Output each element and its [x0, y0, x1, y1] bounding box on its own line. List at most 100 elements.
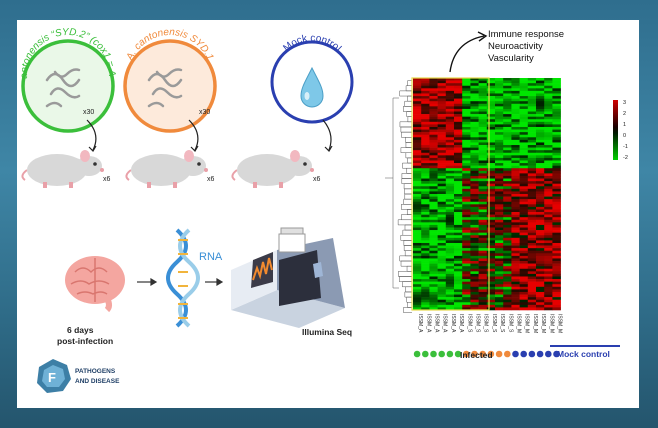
heatmap-cell	[486, 188, 496, 192]
heatmap-cell	[413, 121, 422, 125]
heatmap-cell	[470, 224, 479, 228]
heatmap-cell	[445, 196, 455, 200]
heatmap-cell	[429, 230, 438, 233]
heatmap-cell	[486, 139, 496, 143]
heatmap-cell	[462, 284, 471, 288]
heatmap-cell	[470, 183, 479, 187]
heatmap-cell	[421, 129, 430, 133]
heatmap-cell	[478, 85, 488, 89]
heatmap-cell	[495, 206, 504, 210]
heatmap-cell	[421, 217, 430, 221]
heatmap-cell	[527, 294, 537, 298]
heatmap-cell	[478, 224, 488, 228]
heatmap-cell	[462, 96, 471, 99]
heatmap-cell	[511, 121, 520, 125]
heatmap-cell	[495, 178, 504, 182]
heatmap-cell	[454, 224, 463, 228]
heatmap-cell	[437, 119, 447, 123]
heatmap-cell	[536, 139, 545, 143]
heatmap-cell	[519, 183, 529, 187]
heatmap-cell	[437, 240, 447, 244]
heatmap-cell	[421, 124, 430, 128]
heatmap-cell	[503, 240, 512, 244]
heatmap-cell	[495, 126, 504, 130]
heatmap-cell	[445, 201, 455, 205]
heatmap-cell	[429, 206, 438, 210]
heatmap-cell	[519, 142, 529, 146]
heatmap-cell	[478, 178, 488, 182]
heatmap-cell	[413, 170, 422, 174]
heatmap-cell	[421, 183, 430, 187]
group-syd1-circle: A. cantonensis SYD.1 x30	[123, 27, 217, 133]
heatmap-cell	[486, 103, 496, 107]
heatmap-cell	[536, 230, 545, 233]
heatmap-cell	[552, 217, 561, 221]
heatmap-cell	[421, 178, 430, 182]
heatmap-cell	[429, 209, 438, 213]
heatmap-cell	[536, 224, 545, 228]
heatmap-cell	[454, 108, 463, 112]
heatmap-cell	[429, 286, 438, 290]
heatmap-cell	[495, 134, 504, 138]
heatmap-cell	[470, 279, 479, 282]
heatmap-cell	[478, 93, 488, 97]
heatmap-cell	[519, 124, 529, 128]
heatmap-cell	[478, 240, 488, 244]
heatmap-cell	[552, 150, 561, 154]
heatmap-cell	[495, 227, 504, 231]
heatmap-cell	[536, 217, 545, 221]
heatmap-cell	[495, 80, 504, 84]
heatmap-cell	[503, 150, 512, 154]
heatmap-cell	[478, 181, 488, 184]
heatmap-cell	[544, 80, 553, 84]
heatmap-cell	[536, 307, 545, 311]
heatmap-cell	[437, 230, 447, 233]
heatmap-cell	[511, 163, 520, 166]
heatmap-cell	[454, 188, 463, 192]
heatmap-cell	[527, 271, 537, 275]
heatmap-cell	[437, 219, 447, 223]
heatmap-cell	[454, 281, 463, 285]
heatmap-cell	[421, 291, 430, 295]
heatmap-cell	[478, 145, 488, 148]
heatmap-cell	[503, 142, 512, 146]
heatmap-cell	[437, 181, 447, 184]
heatmap-cell	[413, 108, 422, 112]
heatmap-cell	[536, 160, 545, 164]
heatmap-cell	[429, 85, 438, 89]
heatmap-cell	[536, 126, 545, 130]
heatmap-cell	[462, 224, 471, 228]
heatmap-cell	[437, 93, 447, 97]
heatmap-cell	[437, 279, 447, 282]
heatmap-cell	[478, 165, 488, 169]
heatmap-cell	[511, 199, 520, 203]
heatmap-cell	[454, 194, 463, 197]
heatmap-cell	[536, 297, 545, 300]
heatmap-cell	[454, 268, 463, 272]
heatmap-cell	[536, 157, 545, 161]
heatmap-cell	[421, 119, 430, 123]
heatmap-cell	[544, 206, 553, 210]
heatmap-cell	[413, 217, 422, 221]
heatmap-cell	[495, 304, 504, 308]
heatmap-cell	[486, 175, 496, 179]
heatmap-cell	[495, 261, 504, 264]
heatmap-cell	[478, 289, 488, 293]
heatmap-cell	[503, 178, 512, 182]
heatmap-cell	[421, 170, 430, 174]
heatmap-cell	[413, 183, 422, 187]
heatmap-cell	[421, 165, 430, 169]
sample-label: ISSM_S	[507, 314, 513, 333]
heatmap-cell	[413, 242, 422, 246]
heatmap-cell	[445, 217, 455, 221]
heatmap-cell	[495, 103, 504, 107]
heatmap-cell	[437, 237, 447, 241]
heatmap-cell	[536, 103, 545, 107]
heatmap-cell	[413, 160, 422, 164]
heatmap-cell	[462, 268, 471, 272]
group-mock-circle: Mock control	[270, 33, 354, 124]
heatmap-cell	[437, 103, 447, 107]
heatmap-cell	[445, 206, 455, 210]
heatmap-cell	[511, 263, 520, 267]
heatmap-cell	[544, 224, 553, 228]
